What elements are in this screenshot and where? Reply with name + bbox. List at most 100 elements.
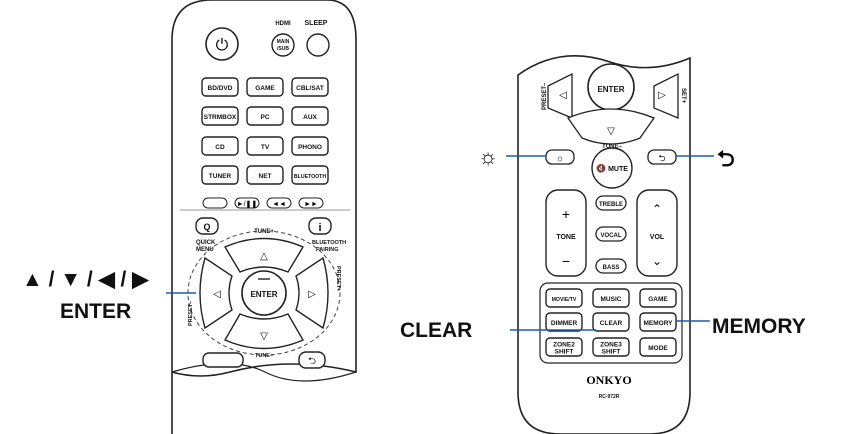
next-button[interactable] [298, 197, 324, 209]
tone-rocker[interactable] [545, 189, 587, 277]
mode-button-grid: MOVIE/TV MUSIC GAME DIMMER CLEAR MEMORY ZONE2S… [545, 288, 677, 357]
right-button-right[interactable] [653, 72, 679, 119]
down-arrow-icon-right: ▽ [607, 126, 615, 137]
bass-button[interactable] [595, 258, 627, 274]
treble-button[interactable] [595, 195, 627, 211]
return-button-left[interactable] [298, 351, 326, 369]
left-arrow-icon: ◁ [213, 289, 221, 300]
mute-button[interactable] [591, 147, 633, 189]
bass-label: BASS [603, 265, 620, 271]
right-remote: ◁ ▷ ENTER ▽ PRESET– SET+ TUNE– ☼ 🔇 MUTE … [517, 55, 691, 434]
cd-label: CD [215, 144, 225, 151]
enter-button[interactable] [241, 270, 287, 316]
tv-button[interactable]: TV [246, 136, 284, 156]
left-button[interactable] [199, 256, 233, 330]
mute-icon: 🔇 [596, 163, 606, 173]
right-button[interactable] [295, 256, 329, 330]
mode-button[interactable]: MODE [639, 337, 677, 357]
model-label: RC-972R [599, 394, 620, 400]
movie-tv-button[interactable]: MOVIE/TV [545, 288, 583, 308]
bt-pairing-label-2: PAIRING [316, 247, 339, 253]
brightness-icon-small: ☼ [556, 153, 564, 163]
svg-text:/SUB: /SUB [277, 46, 289, 52]
treble-label: TREBLE [599, 202, 623, 208]
memory-button[interactable]: MEMORY [639, 312, 677, 332]
up-arrow-icon: △ [260, 251, 268, 262]
clear-callout: CLEAR [400, 319, 472, 342]
volume-rocker[interactable] [636, 189, 678, 277]
dimmer-button[interactable]: DIMMER [545, 312, 583, 332]
power-button[interactable] [205, 27, 239, 61]
bd-dvd-label: BD/DVD [208, 85, 233, 92]
cbl-sat-button[interactable]: CBL/SAT [291, 77, 329, 97]
down-button[interactable] [224, 313, 304, 350]
pc-button[interactable]: PC [246, 106, 284, 126]
brightness-button[interactable] [545, 149, 575, 165]
cbl-sat-label: CBL/SAT [296, 85, 324, 92]
hdmi-label: HDMI [275, 21, 291, 27]
game-button[interactable]: GAME [639, 288, 677, 308]
play-pause-icon: ►/❚❚ [237, 200, 258, 208]
bluetooth-button[interactable]: BLUETOOTH [291, 165, 329, 185]
tone-minus-icon: − [562, 253, 570, 269]
clear-button[interactable]: CLEAR [592, 312, 630, 332]
main-sub-button[interactable] [271, 33, 295, 57]
aux-button[interactable]: AUX [291, 106, 329, 126]
zone2-shift-label: SHIFT [555, 349, 574, 356]
aux-label: AUX [303, 114, 317, 121]
repeat-button[interactable] [202, 197, 228, 209]
left-arrow-icon-right: ◁ [559, 90, 567, 101]
previous-icon: ◄◄ [272, 201, 286, 208]
phono-label: PHONO [298, 144, 322, 151]
info-label: i [318, 222, 321, 234]
tuner-button[interactable]: TUNER [201, 165, 239, 185]
enter-label: ENTER [250, 290, 277, 299]
play-pause-button[interactable] [234, 197, 260, 209]
q-button[interactable] [195, 217, 219, 235]
net-label: NET [259, 173, 272, 180]
volume-up-icon: ⌃ [652, 202, 662, 216]
mode-label: MODE [648, 345, 668, 352]
return-callout-icon: ⮌ [717, 146, 735, 171]
enter-callout: ENTER [60, 300, 131, 323]
sleep-label: SLEEP [305, 20, 328, 27]
return-icon-left: ⮌ [308, 356, 316, 367]
vocal-button[interactable] [595, 226, 627, 242]
sleep-button[interactable] [306, 33, 330, 57]
right-arrow-icon-right: ▷ [658, 90, 666, 101]
return-button-right[interactable] [647, 149, 677, 165]
svg-text:MAIN: MAIN [277, 39, 290, 45]
cd-button[interactable]: CD [201, 136, 239, 156]
return-icon-right: ⮌ [658, 153, 665, 163]
tv-label: TV [261, 144, 270, 151]
home-button[interactable] [202, 352, 244, 368]
down-button-right[interactable] [567, 108, 655, 145]
input-selector-grid: BD/DVD GAME CBL/SAT STRMBOX PC AUX CD TV PHONO TU… [201, 77, 329, 185]
movie-tv-label: MOVIE/TV [552, 297, 577, 303]
q-label: Q [203, 222, 210, 232]
strmbox-button[interactable]: STRMBOX [201, 106, 239, 126]
preset-minus-label-right: PRESET– [542, 82, 548, 110]
phono-button[interactable]: PHONO [291, 136, 329, 156]
next-icon: ►► [304, 201, 318, 208]
net-button[interactable]: NET [246, 165, 284, 185]
info-button[interactable] [308, 217, 332, 235]
previous-button[interactable] [266, 197, 292, 209]
game-button[interactable]: GAME [246, 77, 284, 97]
up-button[interactable] [223, 237, 305, 273]
game-label: GAME [255, 85, 275, 92]
transport-row: ►/❚❚ ◄◄ ►► [202, 197, 324, 209]
clear-label: CLEAR [600, 320, 623, 327]
music-button[interactable]: MUSIC [592, 288, 630, 308]
bd-dvd-button[interactable]: BD/DVD [201, 77, 239, 97]
dpad-left: △ ▽ ◁ ▷ ENTER PRESET– PRESET+ [187, 230, 341, 356]
tune-minus-label: TUNE– [255, 353, 273, 359]
callouts: ▲ / ▼ / ◀ / ▶ ENTER CLEAR MEMORY ☼ ⮌ [22, 144, 806, 342]
strmbox-label: STRMBOX [204, 114, 237, 121]
quick-label-1: QUICK [196, 240, 216, 246]
tone-plus-icon: + [562, 206, 570, 222]
